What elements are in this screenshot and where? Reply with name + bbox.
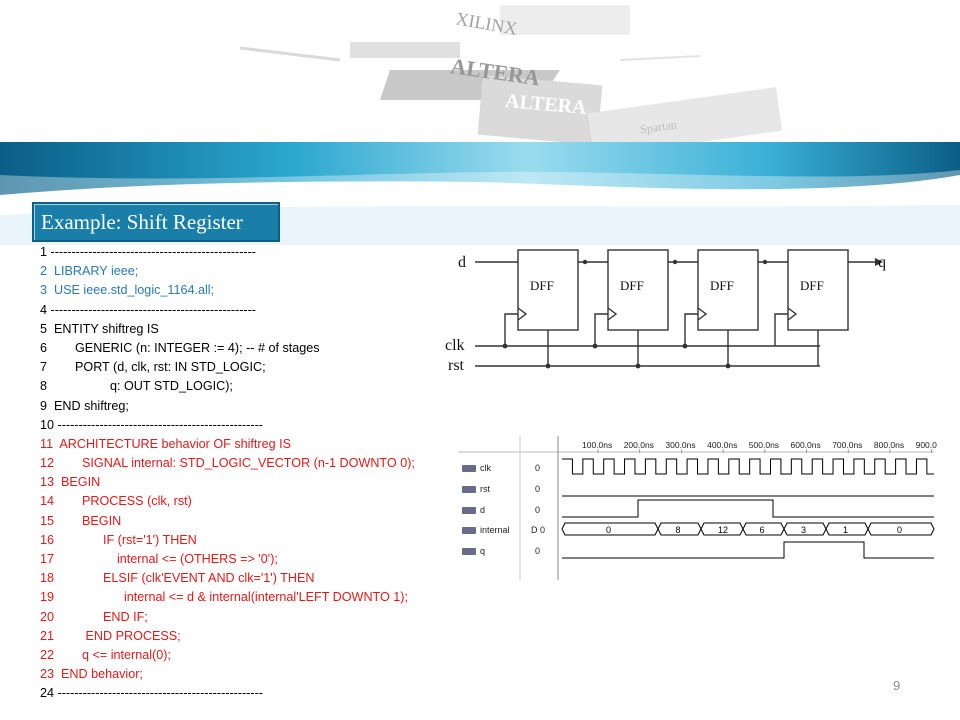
- internal-bus-value: 3: [801, 525, 806, 535]
- dff-label-4: DFF: [800, 278, 824, 293]
- code-line: 22 q <= internal(0);: [40, 647, 171, 662]
- code-line: 5 ENTITY shiftreg IS: [40, 321, 159, 336]
- internal-bus-segment: [561, 522, 659, 536]
- input-label-d: d: [458, 254, 466, 271]
- input-label-rst: rst: [448, 357, 465, 374]
- slide-title: Example: Shift Register: [32, 202, 280, 242]
- internal-bus-value: 1: [843, 525, 848, 535]
- signal-name-clk: clk: [480, 463, 491, 473]
- shift-register-circuit: DFF DFF DFF DFF d clk rst q: [445, 249, 886, 374]
- signal-value-q: 0: [535, 546, 540, 556]
- page-number: 9: [893, 678, 901, 693]
- clk-waveform: [562, 458, 934, 475]
- dff-label-2: DFF: [620, 278, 644, 293]
- time-label: 300.0ns: [665, 440, 695, 450]
- d-waveform: [562, 499, 934, 518]
- signal-icon-rst: [462, 486, 476, 493]
- code-line: 17 internal <= (OTHERS => '0');: [40, 552, 278, 566]
- internal-bus-value: 8: [676, 525, 681, 535]
- signal-icon-q: [462, 548, 476, 555]
- q-waveform: [562, 541, 934, 559]
- internal-bus-segment: [867, 522, 935, 536]
- input-label-clk: clk: [445, 337, 465, 354]
- code-line: 19 internal <= d & internal(internal'LEF…: [40, 590, 408, 605]
- time-label: 900.0: [916, 440, 938, 450]
- code-line: 24 -------------------------------------…: [40, 686, 264, 701]
- dff-label-1: DFF: [530, 278, 554, 293]
- signal-name-rst: rst: [480, 484, 490, 494]
- signal-value-internal: D 0: [531, 525, 545, 535]
- code-line: 14 PROCESS (clk, rst): [40, 494, 192, 509]
- time-label: 400.0ns: [707, 440, 737, 450]
- internal-bus-value: 12: [718, 525, 728, 535]
- code-line: 11 ARCHITECTURE behavior OF shiftreg IS: [40, 436, 292, 451]
- blue-wave: [0, 142, 960, 195]
- time-label: 200.0ns: [624, 440, 654, 450]
- code-line: 18 ELSIF (clk'EVENT AND clk='1') THEN: [40, 571, 315, 586]
- time-label: 700.0ns: [832, 440, 862, 450]
- internal-bus-value: 6: [760, 525, 765, 535]
- code-line: 2 LIBRARY ieee;: [40, 264, 139, 279]
- time-label: 800.0ns: [874, 440, 904, 450]
- signal-value-clk: 0: [535, 463, 540, 473]
- code-line: 3 USE ieee.std_logic_1164.all;: [40, 283, 215, 298]
- code-line: 9 END shiftreg;: [40, 398, 129, 413]
- logo-spartan: Spartan: [639, 118, 677, 137]
- simulation-waveform: 100.0ns 200.0ns 300.0ns 400.0ns 500.0ns 600.0…: [458, 436, 937, 580]
- internal-bus-segment: [657, 522, 702, 536]
- internal-bus-value: 0: [606, 525, 611, 535]
- code-line: 20 END IF;: [40, 609, 148, 624]
- internal-bus-waveform: 0 8 12 6 3 1 0: [561, 522, 935, 536]
- output-label-q: q: [878, 254, 886, 271]
- internal-bus-value: 0: [897, 525, 902, 535]
- dff-label-3: DFF: [710, 278, 734, 293]
- vhdl-code-listing: 1 --------------------------------------…: [40, 243, 470, 704]
- internal-bus-segment: [700, 522, 744, 536]
- code-line: 10 -------------------------------------…: [40, 417, 264, 432]
- time-label: 600.0ns: [791, 440, 821, 450]
- signal-value-d: 0: [535, 505, 540, 515]
- time-label: 500.0ns: [749, 440, 779, 450]
- time-label: 100.0ns: [582, 440, 612, 450]
- chip-images: XILINX ALTERA ALTERA Spartan: [239, 5, 783, 158]
- signal-icon-clk: [462, 465, 476, 472]
- code-line: 21 END PROCESS;: [40, 628, 181, 643]
- signal-value-rst: 0: [535, 484, 540, 494]
- internal-bus-segment: [825, 522, 869, 536]
- signal-name-internal: internal: [480, 525, 510, 535]
- code-line: 6 GENERIC (n: INTEGER := 4); -- # of sta…: [40, 340, 320, 355]
- signal-icon-internal: [462, 527, 476, 534]
- code-line: 4 --------------------------------------…: [40, 302, 257, 317]
- signal-name-q: q: [480, 546, 485, 556]
- signal-icon-d: [462, 507, 476, 514]
- code-line: 12 SIGNAL internal: STD_LOGIC_VECTOR (n-…: [40, 456, 415, 471]
- code-line: 15 BEGIN: [40, 513, 122, 528]
- code-line: 23 END behavior;: [40, 667, 143, 682]
- internal-bus-segment: [742, 522, 785, 536]
- code-line: 7 PORT (d, clk, rst: IN STD_LOGIC;: [40, 360, 266, 375]
- code-line: 8 q: OUT STD_LOGIC);: [40, 379, 233, 394]
- code-line: 13 BEGIN: [40, 475, 101, 490]
- signal-name-d: d: [480, 505, 485, 515]
- internal-bus-segment: [783, 522, 827, 536]
- code-line: 16 IF (rst='1') THEN: [40, 532, 197, 547]
- code-line: 1 --------------------------------------…: [40, 245, 257, 259]
